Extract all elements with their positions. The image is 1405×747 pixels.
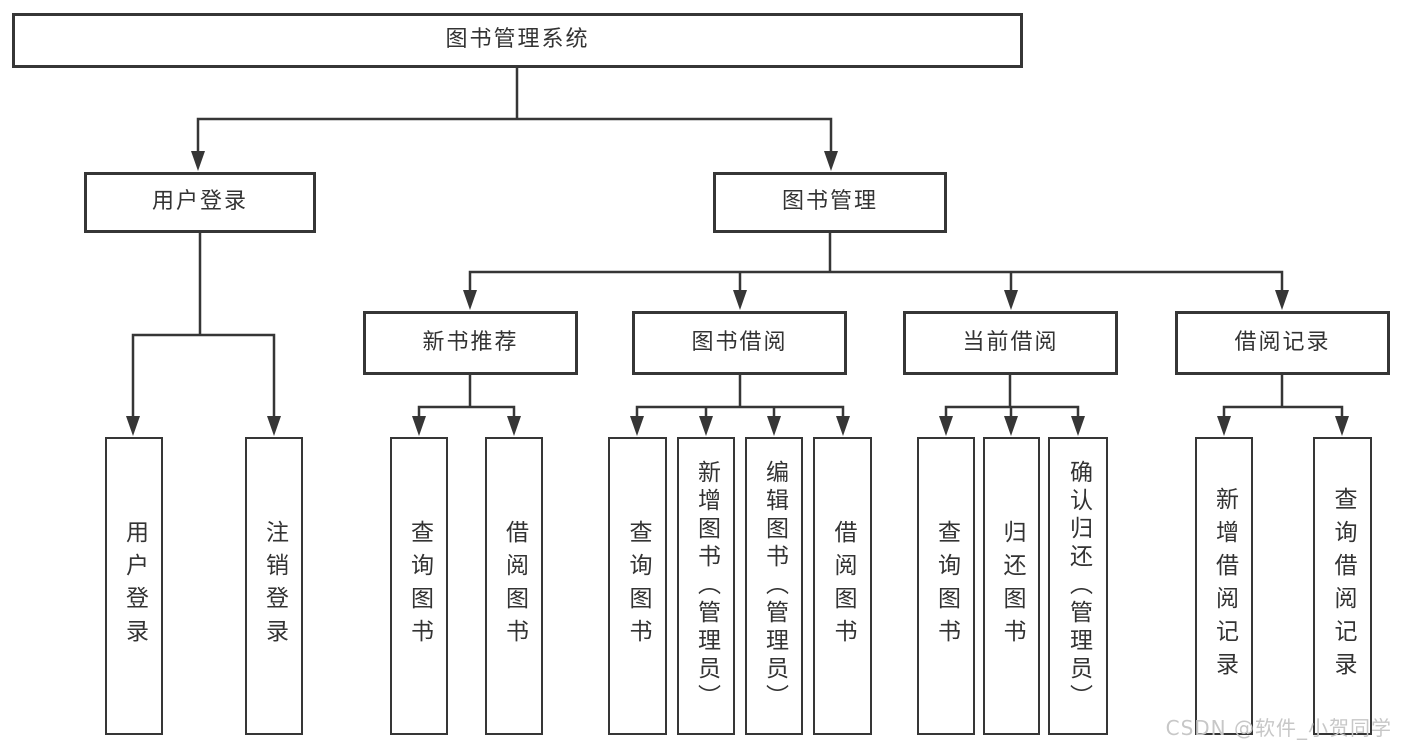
arrow-down-icon [1004,290,1018,310]
leaf-return-book: 归还图书 [983,437,1040,735]
node-user-login: 用户登录 [84,172,316,233]
arrow-down-icon [267,416,281,436]
leaf-add-borrow-record: 新增借阅记录 [1195,437,1253,735]
connector-book-management [468,233,1284,292]
leaf-query-books-1: 查询图书 [390,437,448,735]
leaf-query-books-3-label: 查询图书 [933,520,960,652]
node-borrow-records-label: 借阅记录 [1234,329,1331,355]
node-root: 图书管理系统 [12,13,1023,68]
leaf-borrow-books-2-label: 借阅图书 [830,520,856,652]
arrow-down-icon [824,151,838,171]
node-borrow-records: 借阅记录 [1175,311,1390,375]
leaf-logout-label: 注销登录 [261,520,288,652]
node-new-book-recommend: 新书推荐 [363,311,578,375]
leaf-query-books-1-label: 查询图书 [406,520,433,652]
connector-current-borrow [944,375,1080,418]
arrow-down-icon [699,416,713,436]
connector-root [196,68,833,151]
connector-borrow-records [1222,375,1344,418]
connector-new-book-recommend [417,375,516,418]
node-user-login-label: 用户登录 [151,189,248,215]
connector-user-login [131,233,276,417]
node-book-borrow: 图书借阅 [632,311,847,375]
leaf-query-books-2: 查询图书 [608,437,667,735]
leaf-add-book-admin-label: 新增图书（管理员） [693,460,720,712]
leaf-borrow-books-1-label: 借阅图书 [501,520,528,652]
arrow-down-icon [1335,416,1349,436]
arrow-down-icon [836,416,850,436]
node-new-book-recommend-label: 新书推荐 [422,329,519,355]
arrow-down-icon [507,416,521,436]
arrow-down-icon [1275,290,1289,310]
node-book-management-label: 图书管理 [781,189,878,215]
leaf-add-borrow-record-label: 新增借阅记录 [1211,487,1238,685]
arrow-down-icon [412,416,426,436]
leaf-return-book-label: 归还图书 [999,520,1025,652]
leaf-query-books-3: 查询图书 [917,437,975,735]
csdn-watermark: CSDN @软件_小贺同学 [1165,716,1392,740]
arrow-down-icon [1217,416,1231,436]
node-current-borrow: 当前借阅 [903,311,1118,375]
arrow-down-icon [126,416,140,436]
leaf-confirm-return-admin: 确认归还（管理员） [1048,437,1108,735]
leaf-borrow-books-1: 借阅图书 [485,437,543,735]
leaf-edit-book-admin: 编辑图书（管理员） [745,437,803,735]
node-book-borrow-label: 图书借阅 [691,329,788,355]
leaf-query-borrow-record: 查询借阅记录 [1313,437,1372,735]
connector-book-borrow [635,375,845,418]
leaf-query-borrow-record-label: 查询借阅记录 [1330,487,1356,685]
arrow-down-icon [733,290,747,310]
leaf-borrow-books-2: 借阅图书 [813,437,872,735]
node-book-management: 图书管理 [713,172,947,233]
arrow-down-icon [1071,416,1085,436]
leaf-confirm-return-admin-label: 确认归还（管理员） [1065,460,1092,712]
arrow-down-icon [939,416,953,436]
leaf-query-books-2-label: 查询图书 [625,520,651,652]
leaf-add-book-admin: 新增图书（管理员） [677,437,735,735]
leaf-user-login: 用户登录 [105,437,163,735]
node-current-borrow-label: 当前借阅 [962,329,1059,355]
arrow-down-icon [191,151,205,171]
arrow-down-icon [767,416,781,436]
arrow-down-icon [630,416,644,436]
leaf-user-login-label: 用户登录 [121,520,148,652]
leaf-logout: 注销登录 [245,437,303,735]
arrowheads [126,151,1349,436]
leaf-edit-book-admin-label: 编辑图书（管理员） [761,460,788,712]
arrow-down-icon [463,290,477,310]
arrow-down-icon [1004,416,1018,436]
node-root-label: 图书管理系统 [445,27,590,53]
